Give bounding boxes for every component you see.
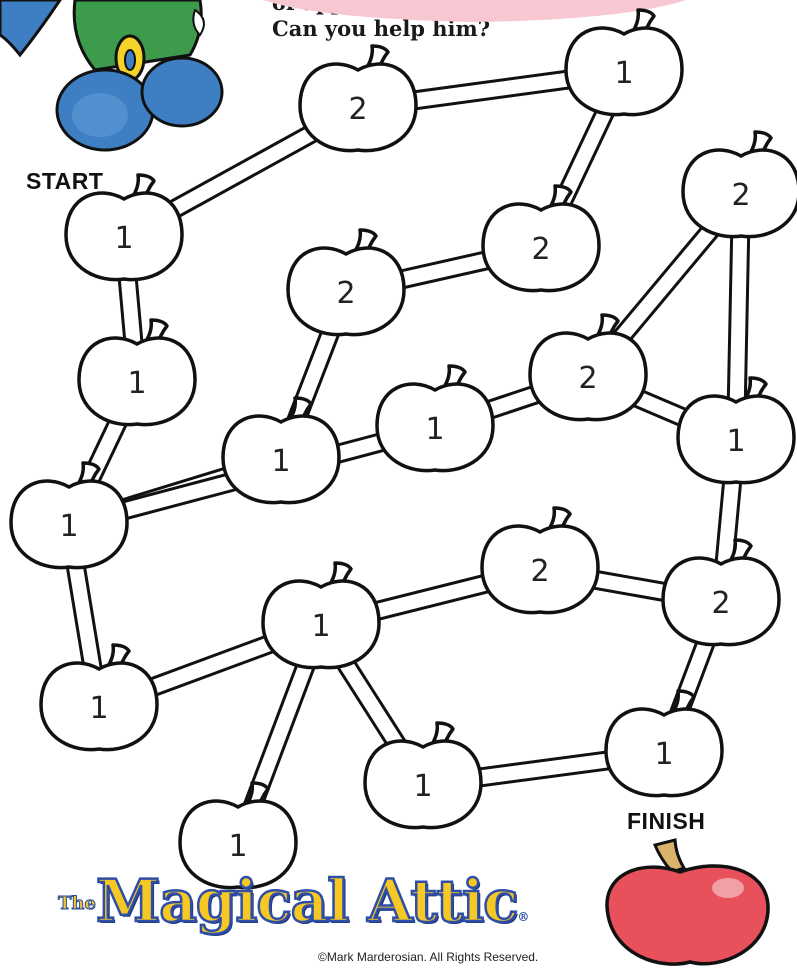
apple-body <box>9 479 129 570</box>
apple-number: 2 <box>731 178 750 213</box>
apple-body <box>681 148 797 239</box>
apple-number: 1 <box>654 737 673 772</box>
apple-number: 1 <box>89 691 108 726</box>
apple-number: 1 <box>127 366 146 401</box>
apple-a7[interactable]: 2 <box>681 130 797 239</box>
apple-a14[interactable]: 1 <box>676 376 796 485</box>
start-label: START <box>26 168 104 194</box>
apple-body <box>77 336 197 427</box>
apple-body <box>221 414 341 505</box>
apple-number: 1 <box>114 221 133 256</box>
apple-number: 1 <box>228 829 247 864</box>
apple-body <box>286 246 406 337</box>
apple-a18[interactable]: 1 <box>363 721 483 830</box>
apple-body <box>363 739 483 830</box>
apple-a19[interactable]: 1 <box>604 689 724 798</box>
apple-a9[interactable]: 1 <box>375 364 495 473</box>
apple-body <box>375 382 495 473</box>
apple-number: 2 <box>578 361 597 396</box>
apple-a4[interactable]: 2 <box>481 184 601 293</box>
apple-a1[interactable]: 1 <box>64 173 184 282</box>
apple-body <box>178 799 298 890</box>
apple-a15[interactable]: 2 <box>480 506 600 615</box>
apple-body <box>298 62 418 153</box>
logo-prefix: The <box>58 893 97 915</box>
apple-body <box>604 707 724 798</box>
apple-number: 1 <box>413 769 432 804</box>
apple-body <box>676 394 796 485</box>
apple-a3[interactable]: 1 <box>564 8 684 117</box>
apple-a16[interactable]: 2 <box>661 538 781 647</box>
apple-a17[interactable]: 1 <box>178 781 298 890</box>
apple-body <box>661 556 781 647</box>
apple-a2[interactable]: 2 <box>298 44 418 153</box>
apple-a5[interactable]: 2 <box>286 228 406 337</box>
finish-label: FINISH <box>627 808 706 834</box>
apple-body <box>64 191 184 282</box>
finish-apple[interactable] <box>605 838 770 966</box>
apple-body <box>481 202 601 293</box>
apple-body <box>480 524 600 615</box>
apple-a11[interactable]: 1 <box>9 461 129 570</box>
apple-a6[interactable]: 1 <box>77 318 197 427</box>
apple-number: 1 <box>614 56 633 91</box>
apple-number: 1 <box>726 424 745 459</box>
apple-number: 1 <box>311 609 330 644</box>
apple-number: 1 <box>425 412 444 447</box>
apple-body <box>261 579 381 670</box>
logo-title: Magical Attic® <box>95 867 530 950</box>
maze-apples: 1 2 1 2 2 1 2 1 1 2 1 1 1 1 2 2 1 1 1 <box>9 8 797 890</box>
copyright-text: ©Mark Marderosian. All Rights Reserved. <box>318 950 539 964</box>
apple-a10[interactable]: 2 <box>528 313 648 422</box>
logo-title-text: Magical Attic <box>95 867 520 936</box>
finish-apple-body <box>605 864 770 966</box>
character-illustration <box>0 0 224 152</box>
apple-number: 2 <box>336 276 355 311</box>
apple-number: 2 <box>711 586 730 621</box>
apple-number: 2 <box>530 554 549 589</box>
apple-a8[interactable]: 1 <box>221 396 341 505</box>
apple-a13[interactable]: 1 <box>261 561 381 670</box>
apple-body <box>564 26 684 117</box>
speech-bubble <box>263 0 687 22</box>
registered-mark: ® <box>517 910 529 924</box>
apple-number: 1 <box>271 444 290 479</box>
apple-a12[interactable]: 1 <box>39 643 159 752</box>
apple-body <box>528 331 648 422</box>
apple-body <box>39 661 159 752</box>
apple-number: 2 <box>348 92 367 127</box>
apple-number: 1 <box>59 509 78 544</box>
apple-number: 2 <box>531 232 550 267</box>
